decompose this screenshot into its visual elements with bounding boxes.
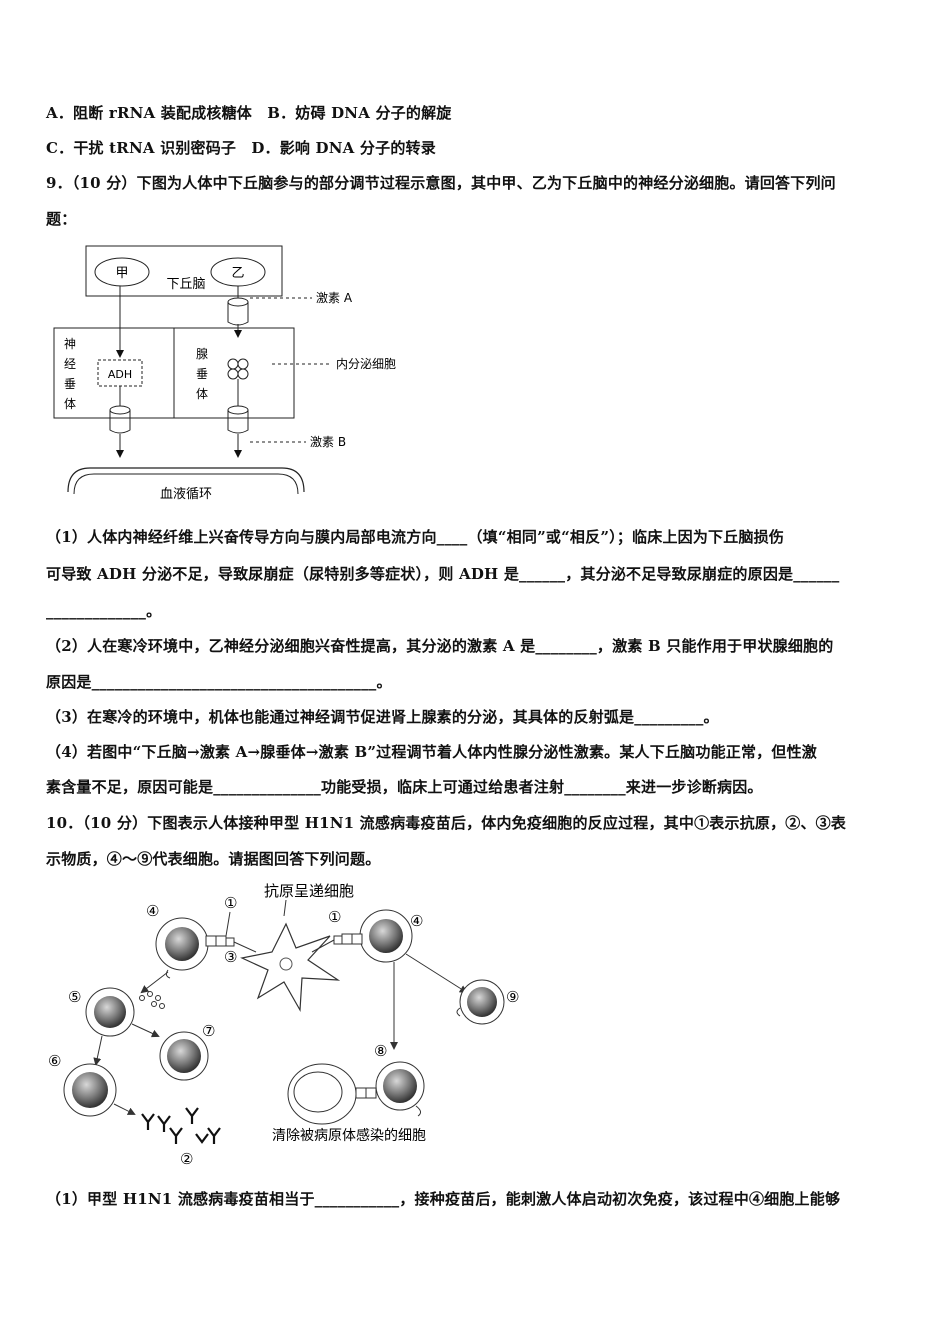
adeno-pituitary-char-1: 腺	[196, 347, 208, 361]
endocrine-cell-label: 内分泌细胞	[336, 357, 396, 371]
question-9-part4-a: （4）若图中“下丘脑→激素 A→腺垂体→激素 B”过程调节着人体内性腺分泌性激素…	[46, 743, 817, 761]
question-10-header-cont: 示物质，④～⑨代表细胞。请据图回答下列问题。	[46, 850, 381, 868]
antigen-presenting-cell	[240, 922, 341, 1013]
label-6: ⑥	[48, 1052, 61, 1070]
question-9-part2-b: 原因是_____________________________________…	[46, 673, 392, 691]
adeno-pituitary-char-2: 垂	[196, 367, 208, 381]
neuro-pituitary-char-2: 经	[64, 357, 76, 371]
vesicle-b	[227, 410, 249, 434]
hypothalamus-label: 下丘脑	[166, 277, 205, 292]
endocrine-cells	[227, 358, 249, 380]
question-9-part3: （3）在寒冷的环境中，机体也能通过神经调节促进肾上腺素的分泌，其具体的反射弧是_…	[46, 708, 719, 726]
question-9-header: 9．（10 分）下图为人体中下丘脑参与的部分调节过程示意图，其中甲、乙为下丘脑中…	[46, 174, 836, 192]
vesicle-adh	[109, 410, 131, 434]
label-3: ③	[224, 948, 237, 966]
receptor-right	[333, 933, 363, 945]
cell-jia	[94, 257, 150, 287]
hormone-a-label: 激素 A	[316, 291, 353, 305]
antibodies	[141, 1107, 221, 1144]
question-9-part1-c: _____________。	[46, 602, 162, 620]
cell-jia-label: 甲	[115, 266, 128, 281]
infected-cell	[287, 1063, 357, 1125]
label-8: ⑧	[374, 1042, 387, 1060]
clear-infected-label: 清除被病原体感染的细胞	[272, 1127, 426, 1144]
options-c-d: C．干扰 tRNA 识别密码子 D．影响 DNA 分子的转录	[46, 139, 436, 157]
question-9-part1-b: 可导致 ADH 分泌不足，导致尿崩症（尿特别多等症状），则 ADH 是_____…	[46, 565, 840, 583]
label-7: ⑦	[202, 1022, 215, 1040]
label-4-right: ④	[410, 912, 423, 930]
immune-response-diagram: 抗原呈递细胞 ④ ① ③ ④ ① ⑨ ⑤ ⑦ ⑥	[48, 882, 519, 1168]
question-10-part1: （1）甲型 H1N1 流感病毒疫苗相当于___________，接种疫苗后，能刺…	[46, 1190, 841, 1208]
neuro-pituitary-char-4: 体	[64, 397, 76, 411]
question-9-part4-b: 素含量不足，原因可能是______________功能受损，临床上可通过给患者注…	[46, 778, 763, 796]
label-2: ②	[180, 1150, 193, 1168]
options-a-b: A．阻断 rRNA 装配成核糖体 B．妨碍 DNA 分子的解旋	[46, 104, 452, 122]
question-10-header: 10．（10 分）下图表示人体接种甲型 H1N1 流感病毒疫苗后，体内免疫细胞的…	[46, 814, 847, 832]
neuro-pituitary-char-1: 神	[64, 337, 76, 351]
label-1-left: ①	[224, 894, 237, 912]
cell-yi-label: 乙	[231, 266, 244, 281]
hormone-b-label: 激素 B	[310, 435, 346, 449]
label-9: ⑨	[506, 988, 519, 1006]
apc-label: 抗原呈递细胞	[264, 882, 354, 900]
question-9-part1-a: （1）人体内神经纤维上兴奋传导方向与膜内局部电流方向____（填“相同”或“相反…	[46, 528, 785, 546]
question-9-part2-a: （2）人在寒冷环境中，乙神经分泌细胞兴奋性提高，其分泌的激素 A 是______…	[46, 637, 834, 655]
hypothalamus-box	[85, 245, 283, 297]
hypothalamus-diagram: 甲 乙 下丘脑 激素 A 神 经 垂 体 ADH 腺 垂 体 内分泌细胞 激素 …	[53, 245, 396, 502]
label-5: ⑤	[68, 988, 81, 1006]
label-4-left: ④	[146, 902, 159, 920]
question-9-header-cont: 题：	[46, 210, 77, 228]
adeno-pituitary-char-3: 体	[196, 387, 208, 401]
receptor-left	[205, 935, 235, 947]
cytokines	[139, 991, 165, 1009]
label-1-right: ①	[328, 908, 341, 926]
blood-circulation-label: 血液循环	[160, 487, 212, 502]
blood-circulation-bracket	[67, 467, 305, 493]
adh-label: ADH	[108, 368, 132, 381]
neuro-pituitary-char-3: 垂	[64, 377, 76, 391]
